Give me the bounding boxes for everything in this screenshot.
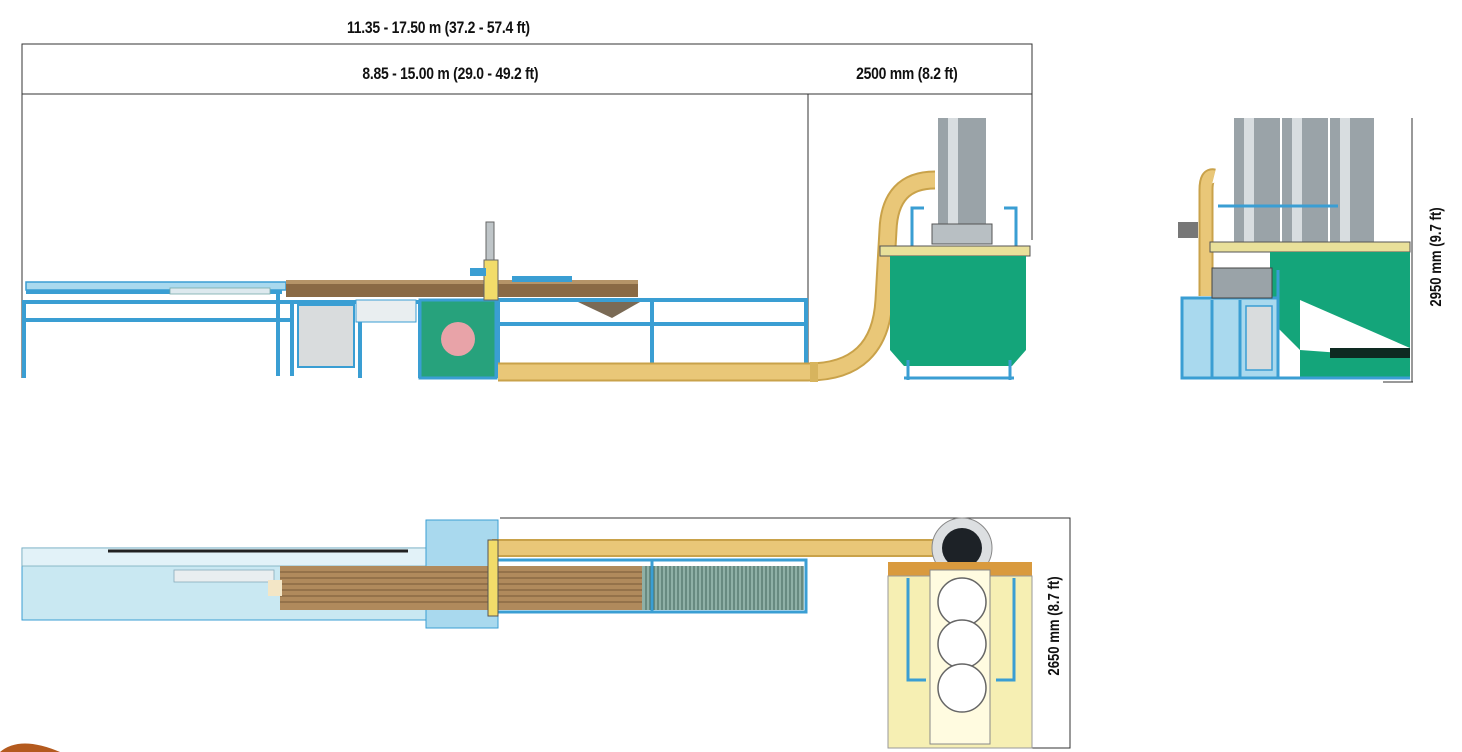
end-duct <box>1200 170 1216 296</box>
plan-rollers <box>642 566 804 610</box>
end-silo-2 <box>1282 118 1328 244</box>
end-silo-1 <box>1234 118 1280 244</box>
plan-view <box>21 517 1033 749</box>
bin-rim <box>879 245 1031 257</box>
plan-fan <box>942 528 982 568</box>
saw-blade <box>441 322 475 356</box>
plan-filter-2 <box>937 619 987 669</box>
conveyor-length-dimension: 8.85 - 15.00 m (29.0 - 49.2 ft) <box>362 64 539 83</box>
side-duct <box>498 172 936 380</box>
side-hopper <box>578 302 640 318</box>
end-silo-3 <box>1330 118 1374 244</box>
plan-filter-1 <box>937 577 987 627</box>
side-cabinet <box>297 304 355 368</box>
dimension-lines <box>21 43 1413 749</box>
total-length-dimension: 11.35 - 17.50 m (37.2 - 57.4 ft) <box>347 18 530 37</box>
plan-filter-3 <box>937 663 987 713</box>
side-bin <box>890 256 1026 366</box>
side-view <box>22 118 1031 382</box>
saw-mast <box>485 221 495 263</box>
end-bin <box>1270 252 1410 378</box>
plan-collector-rim <box>888 562 1032 576</box>
corner-accent <box>0 743 60 752</box>
side-silo <box>938 118 986 226</box>
collector-width-dimension: 2500 mm (8.2 ft) <box>856 64 958 83</box>
end-view <box>1178 118 1411 380</box>
lumber-stack <box>286 283 638 297</box>
